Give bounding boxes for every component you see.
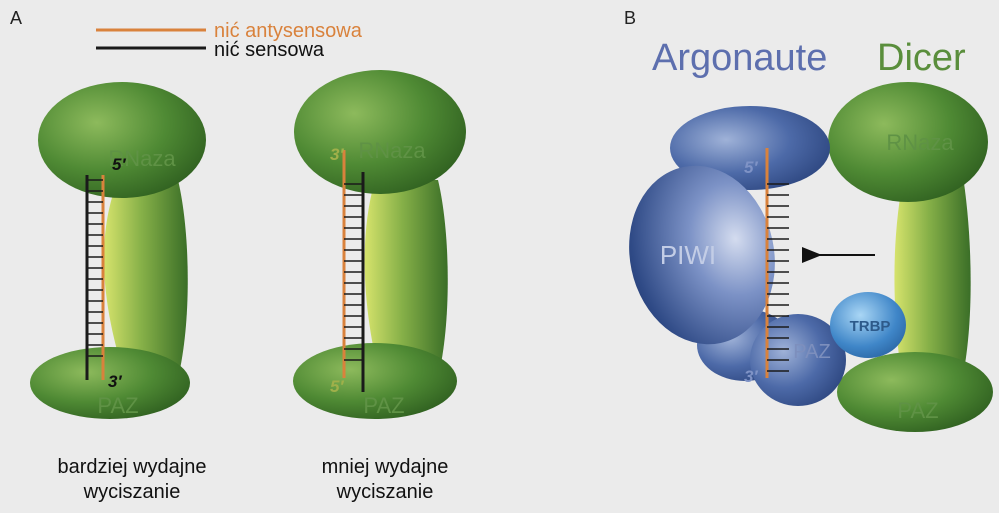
panel-b-letter: B: [624, 8, 636, 28]
caption-left-line1: bardziej wydajne: [58, 456, 207, 478]
argonaute-paz-label: PAZ: [793, 341, 830, 363]
dicer-right-paz-label: PAZ: [363, 393, 404, 418]
argonaute-end-top: 5′: [744, 158, 758, 177]
dicer-right-base-pairs: [344, 184, 363, 360]
dicer-right-end-top: 3′: [330, 145, 344, 164]
dicer-b: RNaza PAZ: [828, 82, 993, 432]
dicer-left-end-bottom: 3′: [108, 372, 122, 391]
piwi-label: PIWI: [660, 240, 716, 270]
strand-legend: nić antysensowa nić sensowa: [96, 20, 363, 61]
dicer-left-paz-label: PAZ: [97, 393, 138, 418]
dicer-right: RNaza PAZ 3′ 5′: [293, 70, 466, 419]
dicer-left-end-top: 5′: [112, 155, 126, 174]
dicer-right-end-bottom: 5′: [330, 377, 344, 396]
dicer-right-rnaza-domain: [294, 70, 466, 194]
dicer-b-rnaza-label: RNaza: [886, 130, 954, 155]
argonaute-end-bottom: 3′: [744, 367, 758, 386]
dicer-left: RNaza PAZ 5′ 3′: [30, 82, 206, 419]
argonaute: PIWI PAZ: [613, 106, 846, 406]
dicer-b-paz-label: PAZ: [897, 398, 938, 423]
caption-right-line1: mniej wydajne: [322, 456, 449, 478]
trbp-label: TRBP: [850, 318, 891, 335]
dicer-right-rnaza-label: RNaza: [358, 138, 426, 163]
panel-a-letter: A: [10, 8, 22, 28]
caption-left-line2: wyciszanie: [83, 481, 181, 503]
sense-legend-label: nić sensowa: [214, 39, 325, 61]
dicer-left-base-pairs: [87, 180, 103, 356]
dicer-title: Dicer: [877, 37, 966, 79]
argonaute-title: Argonaute: [652, 37, 827, 79]
caption-right-line2: wyciszanie: [336, 481, 434, 503]
dicer-left-rnaza-domain: [38, 82, 206, 198]
